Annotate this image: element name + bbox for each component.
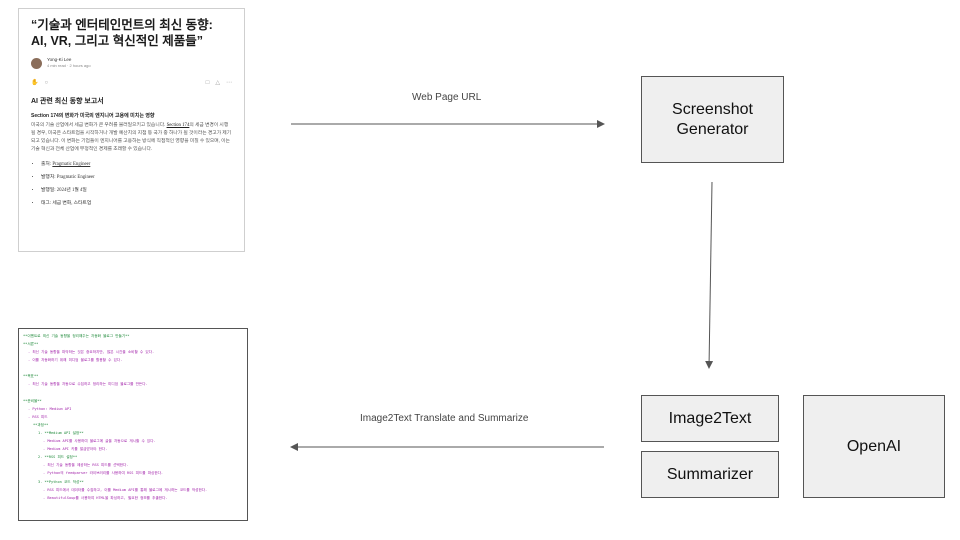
author-row: Yong-Ki Lee 4 min read · 2 hours ago <box>31 57 232 69</box>
markdown-gap <box>23 389 243 397</box>
summarizer-node: Summarizer <box>641 451 779 498</box>
article-subheading: Section 174의 변화가 미국의 엔지니어 고용에 미치는 영향 <box>31 113 155 119</box>
bookmark-icon: □ <box>205 80 210 86</box>
markdown-text-line: - 이를 자동화하기 위해 미디엄 블로그를 활용할 수 있다. <box>28 358 123 363</box>
article-screenshot: “기술과 엔터테인먼트의 최신 동향: AI, VR, 그리고 혁신적인 제품들… <box>18 8 245 252</box>
openai-node: OpenAI <box>803 395 945 498</box>
arrow-generator-to-image2text <box>705 181 714 369</box>
screenshot-generator-node: Screenshot Generator <box>641 76 784 163</box>
image2text-node: Image2Text <box>641 395 779 442</box>
article-meta-list: 출처: Pragmatic Engineer 발행처: Pragmatic Eng… <box>31 160 232 206</box>
article-action-bar: ✋ ○ □ △ ⋯ <box>31 79 232 86</box>
markdown-text-line: - RSS 피드에서 데이터를 수집하고, 이를 Medium API를 통해 … <box>43 487 208 492</box>
more-icon: ⋯ <box>226 80 232 86</box>
markdown-text-line: - Medium API 키를 발급받아야 한다. <box>43 447 108 452</box>
markdown-text-line: - Python: Medium API <box>28 406 72 411</box>
markdown-output: **이벤트로 최신 기술 동향을 정리해주는 자동화 블로그 만들기** **서론… <box>18 328 248 521</box>
markdown-heading: 1. **Medium API 설정** <box>38 430 84 435</box>
markdown-text-line: - 최신 기술 동향을 파악하는 것은 중요하지만, 많은 시간을 소비할 수 … <box>28 350 155 355</box>
comment-icon: ○ <box>44 80 49 86</box>
share-icon: △ <box>215 80 220 86</box>
article-meta-item: 발행일: 2024년 1월 4일 <box>41 186 232 193</box>
author-meta: 4 min read · 2 hours ago <box>47 63 91 68</box>
markdown-heading: 3. **Python 코드 작성** <box>38 479 84 484</box>
markdown-text-line: - Python의 feedparser 라이브러리를 사용하여 RSS 피드를… <box>43 471 164 476</box>
clap-icon: ✋ <box>31 80 39 86</box>
article-meta-item: 발행처: Pragmatic Engineer <box>41 173 232 180</box>
edge-label-web-page-url: Web Page URL <box>412 92 482 103</box>
markdown-text-line: - RSS 피드 <box>28 414 48 419</box>
markdown-heading: **목표** <box>23 374 39 379</box>
markdown-heading: **이벤트로 최신 기술 동향을 정리해주는 자동화 블로그 만들기** <box>23 334 130 338</box>
article-meta-item: 태그: 세금 변화, 스타트업 <box>41 199 232 206</box>
markdown-heading: 2. **RSS 피드 설정** <box>38 455 78 460</box>
avatar <box>31 57 42 69</box>
author-name: Yong-Ki Lee <box>47 57 72 62</box>
markdown-heading: **과정** <box>33 422 49 427</box>
markdown-gap <box>23 364 243 372</box>
article-heading: AI 관련 최신 동향 보고서 <box>31 98 104 105</box>
article-body: 미국의 기술 산업에서 세금 변화가 큰 우려를 불러일으키고 있습니다. Se… <box>31 123 232 152</box>
markdown-heading: **서론** <box>23 342 39 347</box>
markdown-text-line: - BeautifulSoup를 사용하여 HTML을 파싱하고, 필요한 정보… <box>43 495 168 500</box>
markdown-text-line: - 최신 기술 동향을 자동으로 수집하고 정리하는 미디엄 블로그를 만든다. <box>28 382 148 387</box>
edge-label-translate-summarize: Image2Text Translate and Summarize <box>360 413 529 424</box>
markdown-text-line: - 최신 기술 동향을 제공하는 RSS 피드를 선택한다. <box>43 463 129 468</box>
article-meta-item: 출처: Pragmatic Engineer <box>41 160 232 167</box>
markdown-heading: **준비물** <box>23 398 42 403</box>
section-link: Section 174 <box>166 123 190 128</box>
article-title: “기술과 엔터테인먼트의 최신 동향: AI, VR, 그리고 혁신적인 제품들… <box>31 18 213 48</box>
markdown-text-line: - Medium API를 사용하여 블로그에 글을 자동으로 게시할 수 있다… <box>43 439 156 444</box>
